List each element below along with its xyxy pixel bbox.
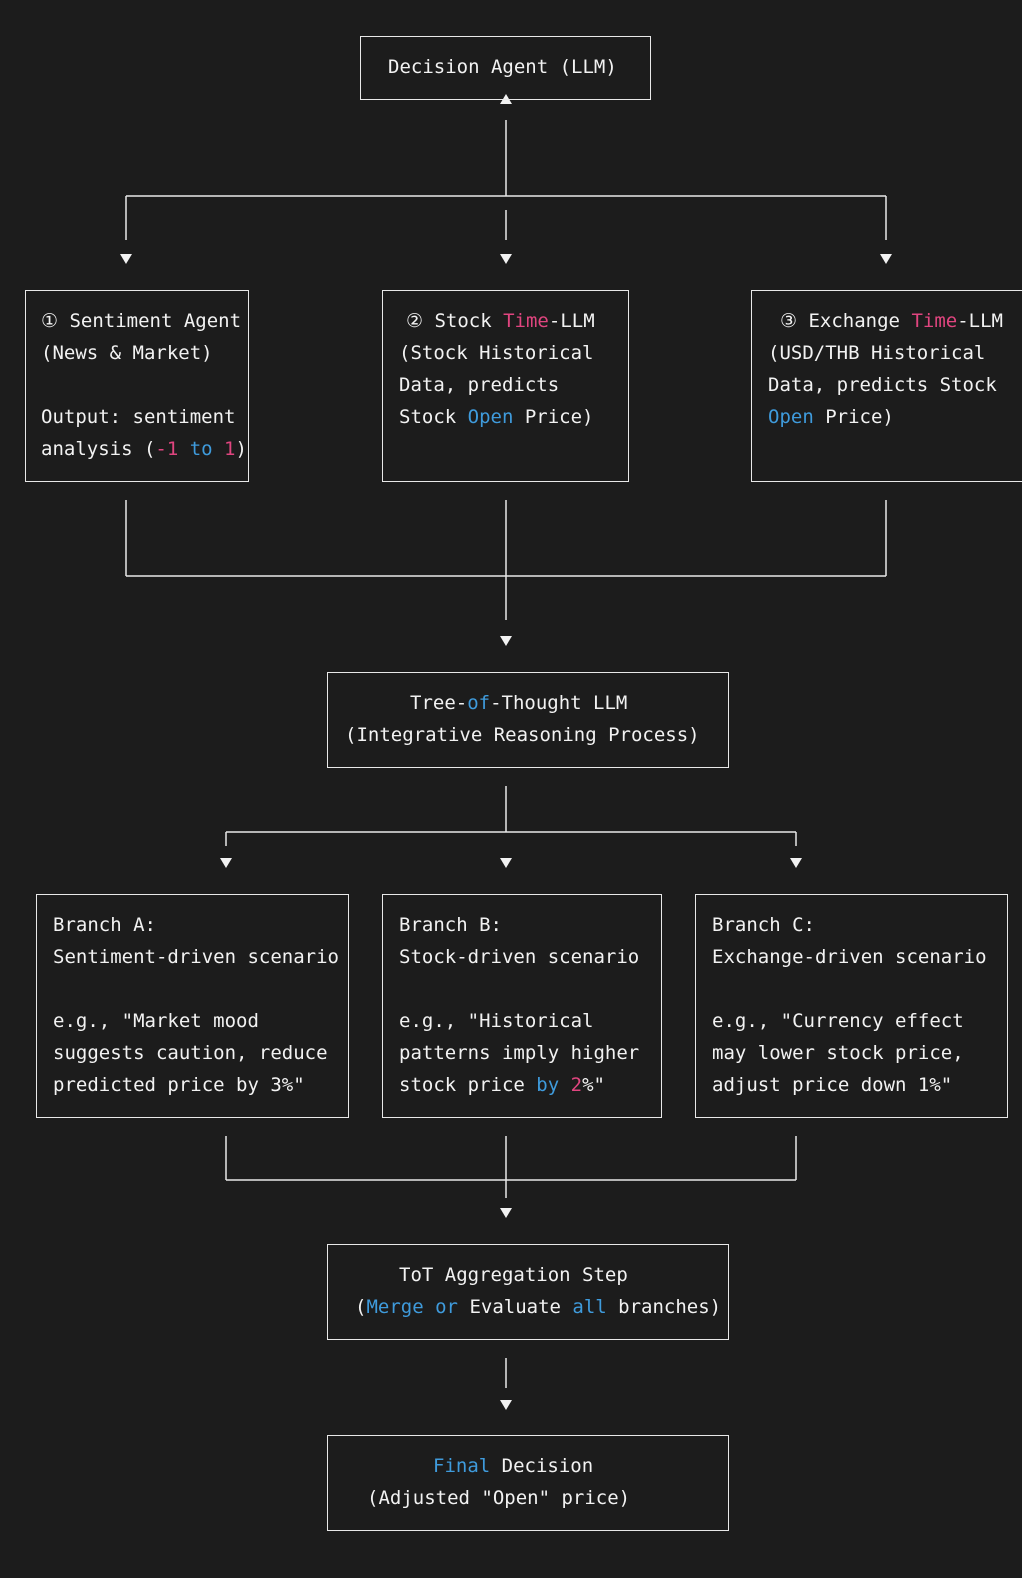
sentiment-agent-box: ① Sentiment Agent (News & Market) Output… xyxy=(25,290,249,482)
arrow-down-icon xyxy=(500,254,512,264)
arrow-down-icon xyxy=(880,254,892,264)
branch-b-title: Branch B: xyxy=(399,914,502,936)
branch-b-example-3: stock price by 2%" xyxy=(399,1074,605,1096)
exchange-time-llm-line-2: Data, predicts Stock xyxy=(768,374,997,396)
stock-time-llm-line-3: Stock Open Price) xyxy=(399,406,594,428)
tree-of-thought-subtitle: (Integrative Reasoning Process) xyxy=(345,724,700,746)
branch-a-example-3: predicted price by 3%" xyxy=(53,1074,305,1096)
branch-a-scenario: Sentiment-driven scenario xyxy=(53,946,339,968)
branch-b-box: Branch B: Stock-driven scenario e.g., "H… xyxy=(382,894,662,1118)
branch-c-title: Branch C: xyxy=(712,914,815,936)
branch-a-example-2: suggests caution, reduce xyxy=(53,1042,328,1064)
decision-agent-label: Decision Agent (LLM) xyxy=(388,56,617,78)
branch-c-example-3: adjust price down 1%" xyxy=(712,1074,953,1096)
branch-a-title: Branch A: xyxy=(53,914,156,936)
arrow-down-icon xyxy=(120,254,132,264)
decision-agent-box: Decision Agent (LLM) xyxy=(360,36,651,100)
arrow-down-icon xyxy=(500,636,512,646)
exchange-time-llm-line-3: Open Price) xyxy=(768,406,894,428)
sentiment-output-line-2: analysis (-1 to 1) xyxy=(41,438,247,460)
stock-time-llm-title: ② Stock Time-LLM xyxy=(406,310,595,332)
branch-b-example-2: patterns imply higher xyxy=(399,1042,640,1064)
sentiment-agent-title: ① Sentiment Agent xyxy=(41,310,242,332)
branch-b-example-1: e.g., "Historical xyxy=(399,1010,594,1032)
stock-time-llm-box: ② Stock Time-LLM (Stock Historical Data,… xyxy=(382,290,629,482)
arrow-down-icon xyxy=(790,858,802,868)
branch-a-example-1: e.g., "Market mood xyxy=(53,1010,259,1032)
tree-of-thought-box: Tree-of-Thought LLM (Integrative Reasoni… xyxy=(327,672,729,768)
aggregation-box: ToT Aggregation Step (Merge or Evaluate … xyxy=(327,1244,729,1340)
stock-time-llm-line-1: (Stock Historical xyxy=(399,342,594,364)
arrow-down-icon xyxy=(220,858,232,868)
branch-c-example-2: may lower stock price, xyxy=(712,1042,964,1064)
final-decision-subtitle: (Adjusted "Open" price) xyxy=(367,1487,631,1509)
arrow-down-icon xyxy=(500,1400,512,1410)
exchange-time-llm-box: ③ Exchange Time-LLM (USD/THB Historical … xyxy=(751,290,1022,482)
tree-of-thought-title: Tree-of-Thought LLM xyxy=(410,692,628,714)
exchange-time-llm-line-1: (USD/THB Historical xyxy=(768,342,986,364)
branch-a-box: Branch A: Sentiment-driven scenario e.g.… xyxy=(36,894,349,1118)
branch-b-scenario: Stock-driven scenario xyxy=(399,946,640,968)
branch-c-scenario: Exchange-driven scenario xyxy=(712,946,987,968)
branch-c-example-1: e.g., "Currency effect xyxy=(712,1010,964,1032)
stock-time-llm-line-2: Data, predicts xyxy=(399,374,560,396)
arrow-down-icon xyxy=(500,1208,512,1218)
branch-c-box: Branch C: Exchange-driven scenario e.g.,… xyxy=(695,894,1008,1118)
sentiment-agent-subtitle: (News & Market) xyxy=(41,342,213,364)
final-decision-box: Final Decision (Adjusted "Open" price) xyxy=(327,1435,729,1531)
aggregation-subtitle: (Merge or Evaluate all branches) xyxy=(355,1296,722,1318)
arrow-down-icon xyxy=(500,858,512,868)
aggregation-title: ToT Aggregation Step xyxy=(399,1264,628,1286)
sentiment-output-line-1: Output: sentiment xyxy=(41,406,236,428)
final-decision-title: Final Decision xyxy=(433,1455,594,1477)
exchange-time-llm-title: ③ Exchange Time-LLM xyxy=(780,310,1003,332)
